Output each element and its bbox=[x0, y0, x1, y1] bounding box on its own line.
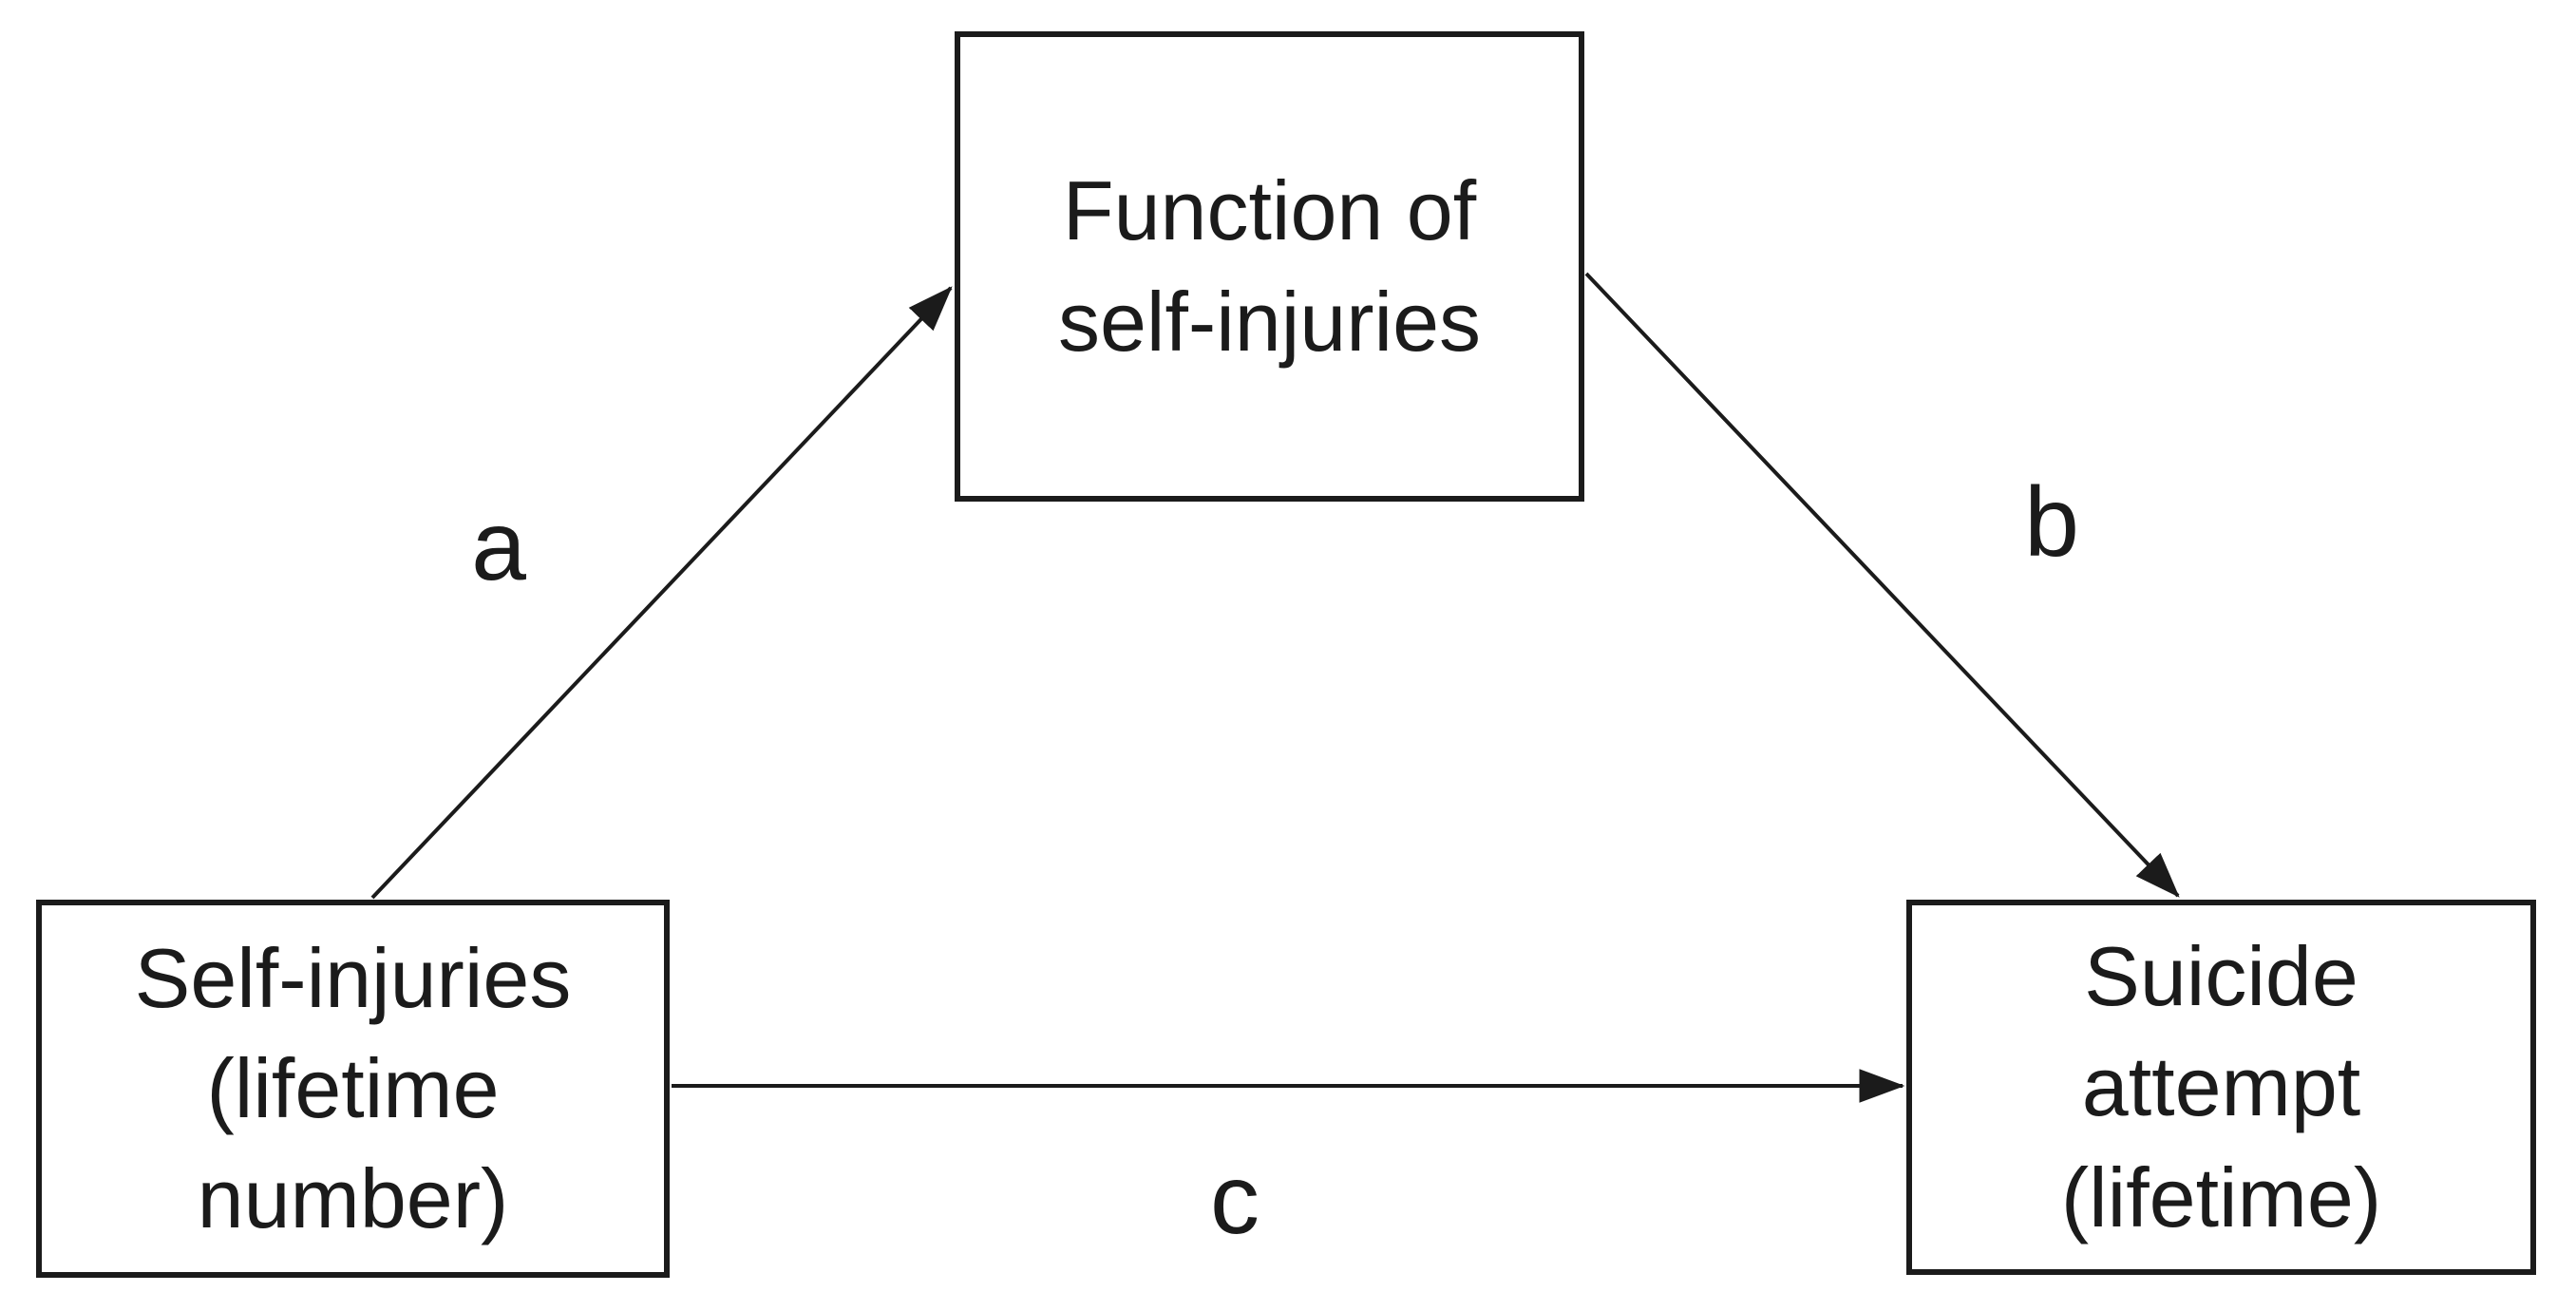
node-mediator-label: Function of self-injuries bbox=[1057, 163, 1482, 369]
node-outcome-label: Suicide attempt (lifetime) bbox=[2060, 929, 2382, 1244]
path-c-label: c bbox=[1210, 1145, 1260, 1255]
node-predictor: Self-injuries (lifetime number) bbox=[36, 900, 670, 1278]
path-b-label: b bbox=[2024, 467, 2079, 578]
node-outcome: Suicide attempt (lifetime) bbox=[1906, 900, 2536, 1275]
path-a-label: a bbox=[471, 491, 526, 601]
node-predictor-label: Self-injuries (lifetime number) bbox=[134, 930, 572, 1246]
node-mediator: Function of self-injuries bbox=[955, 31, 1584, 502]
path-b-arrow bbox=[1584, 272, 2180, 898]
path-a-arrow bbox=[370, 286, 953, 900]
